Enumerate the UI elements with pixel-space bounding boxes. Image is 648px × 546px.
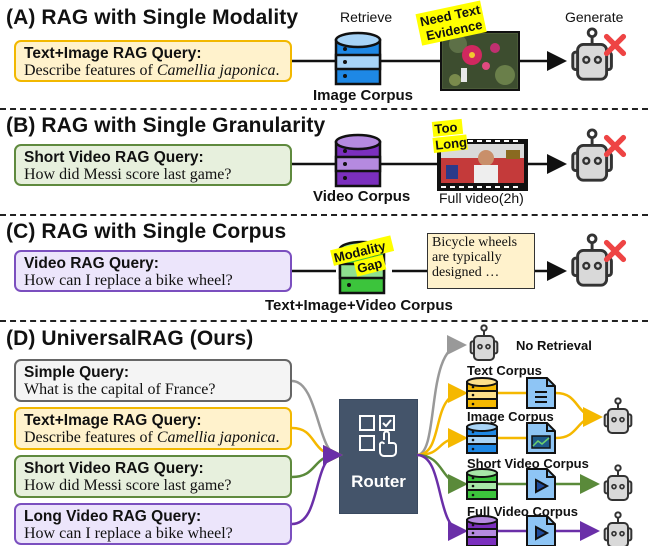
image-corpus-route-label: Image Corpus: [467, 409, 554, 424]
sticky-text: Gap: [356, 255, 384, 276]
flower-photo: [440, 31, 520, 91]
robot-no-retrieval-icon: [469, 324, 499, 361]
sticky-text: Long: [434, 134, 467, 152]
section-a-query-box: Text+Image RAG Query: Describe features …: [14, 40, 292, 82]
robot-generator-icon: [603, 397, 633, 434]
retrieved-text-line: designed …: [432, 265, 500, 280]
section-divider: [0, 214, 648, 216]
fail-x-icon: [607, 37, 624, 54]
query-title: Short Video RAG Query:: [24, 460, 204, 477]
database-icon: [334, 133, 382, 188]
long-video-query-box: Long Video RAG Query: How can I replace …: [14, 503, 292, 545]
retrieved-text-box: Bicycle wheels are typically designed …: [427, 233, 535, 289]
full-video-database-icon: [466, 515, 498, 546]
section-b-title: (B) RAG with Single Granularity: [6, 114, 326, 137]
section-divider: [0, 108, 648, 110]
short-video-corpus-label: Short Video Corpus: [467, 456, 589, 471]
fail-x-icon: [607, 138, 624, 155]
short-video-query-box: Short Video RAG Query: How did Messi sco…: [14, 455, 292, 498]
image-document-icon: [526, 422, 556, 454]
video-document-icon: [526, 515, 556, 546]
simple-query-box: Simple Query: What is the capital of Fra…: [14, 359, 292, 402]
query-text: How can I replace a bike wheel?: [24, 272, 233, 289]
query-title: Simple Query:: [24, 364, 130, 381]
short-video-database-icon: [466, 468, 498, 500]
video-document-icon: [526, 468, 556, 500]
query-title: Video RAG Query:: [24, 255, 159, 272]
robot-generator-icon: [603, 511, 633, 546]
section-d-title: (D) UniversalRAG (Ours): [6, 327, 254, 350]
route-curve-long-video: [291, 445, 343, 526]
route-curve: [555, 391, 603, 427]
full-video-thumbnail: [437, 139, 528, 191]
retrieved-text-line: Bicycle wheels: [432, 235, 518, 250]
text-document-icon: [526, 377, 556, 409]
image-corpus-label: Image Corpus: [313, 87, 414, 104]
query-title: Short Video RAG Query:: [24, 149, 204, 166]
fail-x-icon: [607, 243, 624, 260]
full-video-caption: Full video(2h): [439, 190, 524, 206]
video-corpus-label: Video Corpus: [313, 188, 411, 205]
router-label: Router: [351, 472, 406, 491]
query-text: Describe features of Camellia japonica.: [24, 429, 280, 446]
text-image-query-box: Text+Image RAG Query: Describe features …: [14, 407, 292, 450]
section-c-title: (C) RAG with Single Corpus: [6, 220, 287, 243]
image-corpus-database-icon: [466, 422, 498, 454]
retrieve-label: Retrieve: [340, 9, 393, 25]
query-text: How can I replace a bike wheel?: [24, 525, 233, 542]
route-curve-full-video-corpus: [416, 453, 468, 541]
too-long-sticky: Too Long: [431, 118, 468, 153]
router-select-icon: [359, 415, 397, 457]
multi-corpus-label: Text+Image+Video Corpus: [265, 297, 453, 314]
query-text: How did Messi score last game?: [24, 477, 232, 494]
query-text: What is the capital of France?: [24, 381, 216, 398]
route-curve-no-retrieval: [416, 335, 467, 457]
router-block: Router: [339, 399, 418, 514]
sticky-text: Too: [434, 119, 458, 136]
section-a-title: (A) RAG with Single Modality: [6, 6, 299, 29]
retrieved-text-line: are typically: [432, 250, 502, 265]
database-icon: [334, 31, 382, 86]
generate-label: Generate: [565, 9, 624, 25]
section-divider: [0, 320, 648, 322]
query-title: Text+Image RAG Query:: [24, 412, 202, 429]
text-corpus-database-icon: [466, 377, 498, 409]
query-text: Describe features of Camellia japonica.: [24, 62, 280, 79]
query-title: Long Video RAG Query:: [24, 508, 202, 525]
query-text: How did Messi score last game?: [24, 166, 232, 183]
no-retrieval-label: No Retrieval: [516, 338, 592, 353]
route-curve-short-video-corpus: [416, 453, 468, 494]
text-corpus-label: Text Corpus: [467, 363, 542, 378]
section-b-query-box: Short Video RAG Query: How did Messi sco…: [14, 144, 292, 186]
full-video-corpus-label: Full Video Corpus: [467, 504, 578, 519]
route-curve-text-corpus: [416, 383, 468, 457]
query-title: Text+Image RAG Query:: [24, 45, 202, 62]
robot-generator-icon: [603, 464, 633, 501]
section-c-query-box: Video RAG Query: How can I replace a bik…: [14, 250, 292, 292]
route-curve: [555, 415, 599, 440]
